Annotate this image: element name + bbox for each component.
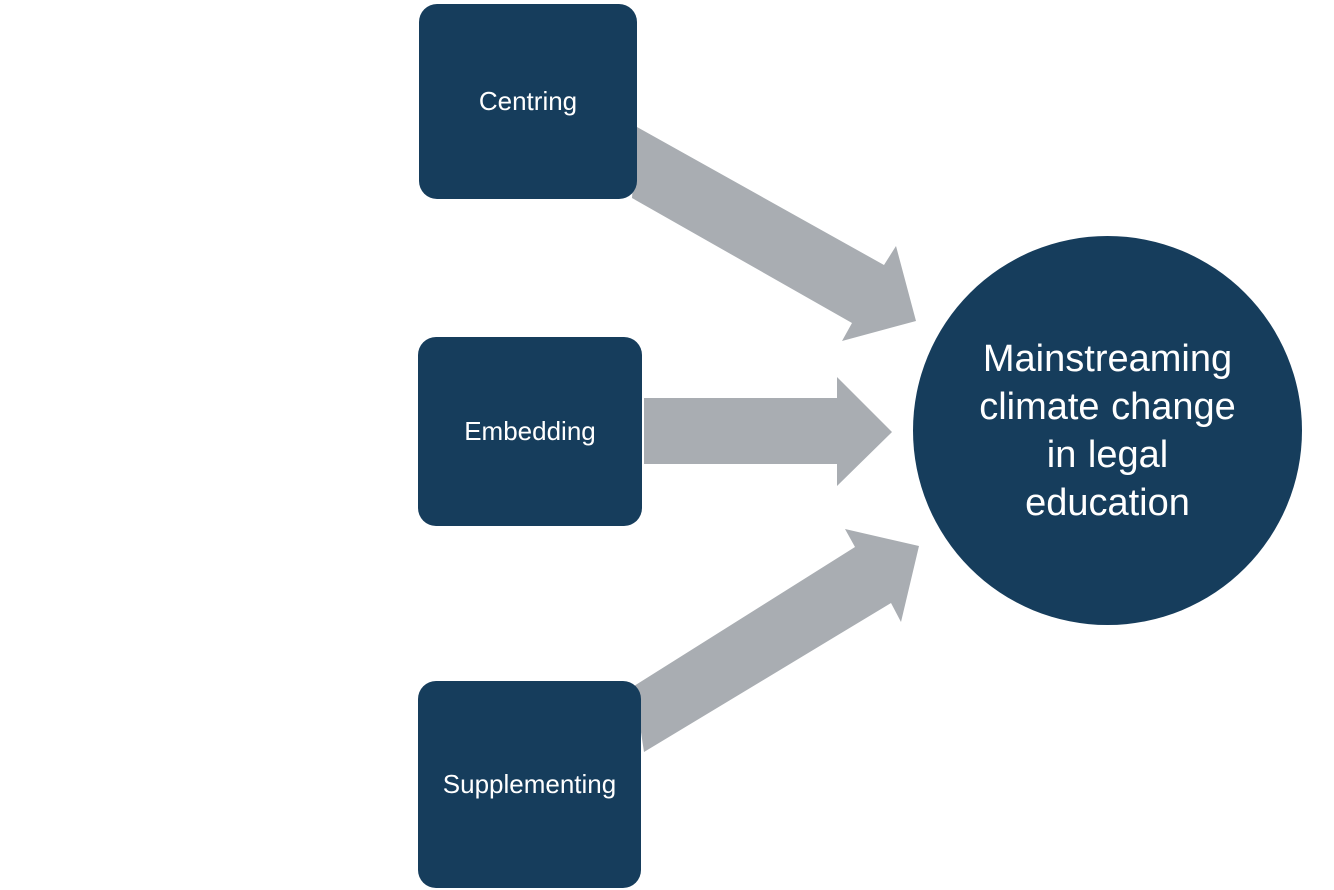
centring-box: Centring (419, 4, 637, 199)
supplementing-box: Supplementing (418, 681, 641, 888)
embedding-box: Embedding (418, 337, 642, 526)
arrow-centring-to-target (632, 127, 916, 341)
arrow-embedding-to-target (644, 377, 892, 486)
centring-label: Centring (478, 86, 578, 116)
arrow-supplementing-to-target (634, 529, 919, 752)
embedding-label: Embedding (464, 416, 596, 446)
target-circle: Mainstreaming climate change in legal ed… (913, 236, 1302, 625)
target-label: Mainstreaming climate change in legal ed… (979, 337, 1236, 524)
supplementing-label: Supplementing (442, 769, 617, 799)
